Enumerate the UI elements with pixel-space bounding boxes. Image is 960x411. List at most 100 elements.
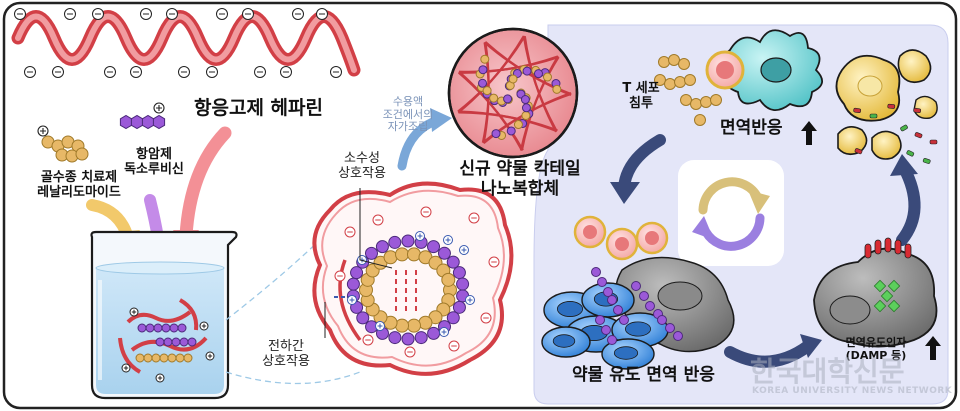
- doxorubicin-bead: [437, 246, 451, 260]
- cycle-arrow-bottom-big: [724, 340, 814, 368]
- doxorubicin-bead: [591, 267, 601, 277]
- minus-charge-icon: [254, 66, 266, 78]
- minus-charge-icon: [404, 346, 416, 358]
- doxorubicin-bead: [631, 281, 641, 291]
- plus-charge-icon: [129, 307, 139, 317]
- minus-charge-icon: [372, 214, 384, 226]
- doxorubicin-bead: [171, 337, 181, 347]
- t-cell: [705, 50, 745, 90]
- minus-charge-icon: [24, 66, 36, 78]
- damp-debris: [853, 103, 938, 164]
- lenalidomide-bead: [383, 250, 398, 265]
- damp-fragment: [900, 124, 908, 132]
- doxorubicin-bead: [452, 266, 466, 280]
- t-cell: [605, 227, 639, 261]
- minus-charge-icon: [140, 8, 152, 20]
- label-damp: 면역유도인자 (DAMP 등): [826, 336, 926, 362]
- damp-signal: [873, 279, 887, 293]
- minus-charge-icon: [206, 66, 218, 78]
- damp-fragment: [887, 103, 896, 109]
- label-hydrophobic-line2: 상호작용: [338, 165, 386, 181]
- tumor-cell: [601, 338, 655, 370]
- t-cells-group: [573, 215, 669, 261]
- watermark-sub: KOREA UNIVERSITY NEWS NETWORK: [752, 386, 953, 396]
- lenalidomide-bead: [183, 353, 193, 363]
- minus-charge-icon: [344, 226, 356, 238]
- cycle-arrow-right: [896, 162, 921, 246]
- lenalidomide-plus-icon: [37, 125, 49, 137]
- lenalidomide-bead: [151, 353, 161, 363]
- label-nanocomplex-line1: 신규 약물 칵테일: [459, 159, 581, 179]
- damp-signal: [887, 279, 901, 293]
- label-electrostatic: 전하간 상호작용: [250, 339, 322, 370]
- damp-markers: [864, 237, 912, 313]
- doxorubicin-bead: [446, 255, 460, 269]
- doxorubicin-bead: [520, 95, 530, 105]
- lenalidomide-bead: [395, 318, 410, 333]
- minus-charge-icon: [14, 8, 26, 20]
- doxorubicin-bead: [161, 323, 171, 333]
- doxorubicin-bead: [356, 311, 370, 325]
- heparin-arrow: [179, 126, 232, 243]
- damp-fragment: [922, 158, 931, 164]
- label-self-assembly-line2: 조건에서의: [382, 107, 434, 121]
- lenalidomide-bead: [710, 94, 722, 106]
- doxorubicin-bead: [506, 126, 516, 136]
- lenalidomide-bead: [135, 353, 145, 363]
- minus-charge-icon: [104, 66, 116, 78]
- heparin-mesh-strand: [523, 36, 558, 133]
- doxorubicin-bead: [414, 331, 428, 345]
- label-myeloma-line1: 골수종 치료제: [40, 170, 118, 185]
- heparin-mesh-strand: [457, 110, 558, 133]
- lenalidomide-bead: [674, 76, 686, 88]
- minus-charge-icon: [166, 8, 178, 20]
- lenalidomide-bead: [542, 72, 552, 82]
- damp-fragment: [913, 107, 922, 114]
- doxorubicin-bead: [521, 103, 531, 113]
- doxorubicin-bead: [375, 240, 389, 254]
- lenalidomide-bead: [690, 98, 702, 110]
- doxorubicin-bead: [364, 246, 378, 260]
- doxorubicin-bead: [427, 240, 441, 254]
- doxorubicin-bead: [601, 325, 611, 335]
- minus-charge-icon: [488, 256, 500, 268]
- lenalidomide-bead: [159, 353, 169, 363]
- label-myeloma: 골수종 치료제 레날리도마이드: [24, 170, 134, 201]
- minus-charge-icon: [448, 340, 460, 352]
- damp-releasing-cell: [813, 247, 938, 348]
- doxorubicin-bead: [155, 337, 165, 347]
- lenalidomide-bead: [552, 84, 562, 94]
- doxorubicin-bead: [388, 235, 402, 249]
- lenalidomide-bead: [489, 93, 499, 103]
- lenalidomide-bead: [75, 147, 89, 161]
- lenalidomide-cluster: [654, 54, 722, 126]
- damp-up-arrow: [925, 336, 941, 360]
- lenalidomide-bead: [508, 74, 518, 84]
- doxorubicin-bead: [153, 323, 163, 333]
- zoom-line-bottom: [225, 371, 361, 385]
- label-heparin: 항응고제 헤파린: [194, 97, 323, 119]
- doxorubicin-bead: [619, 315, 629, 325]
- doxorubicin-bead: [163, 337, 173, 347]
- label-self-assembly-line1: 수용액: [392, 95, 424, 108]
- plus-charge-icon: [465, 295, 475, 305]
- label-hydrophobic-line1: 소수성: [344, 151, 380, 166]
- dying-tumor-cells: [835, 49, 938, 160]
- damp-marker: [874, 239, 882, 255]
- doxorubicin-bead: [607, 335, 617, 345]
- doxorubicin-bead: [595, 315, 605, 325]
- plus-charge-icon: [415, 231, 425, 241]
- doxorubicin-bead: [673, 331, 683, 341]
- doxorubicin-hexagon: [130, 114, 144, 130]
- doxorubicin-bead: [645, 301, 655, 311]
- label-electrostatic-line2: 상호작용: [262, 353, 310, 369]
- damp-fragment: [853, 107, 862, 114]
- minus-charge-icon: [242, 8, 254, 20]
- lenalidomide-bead: [658, 56, 670, 68]
- watermark-main: 한국대학신문: [750, 355, 905, 388]
- label-tcell: T 세포 침투: [612, 81, 670, 112]
- plus-charge-icon: [347, 295, 357, 305]
- lenalidomide-bead: [513, 120, 523, 130]
- damp-fragment: [854, 148, 863, 155]
- lenalidomide-bead: [441, 272, 456, 287]
